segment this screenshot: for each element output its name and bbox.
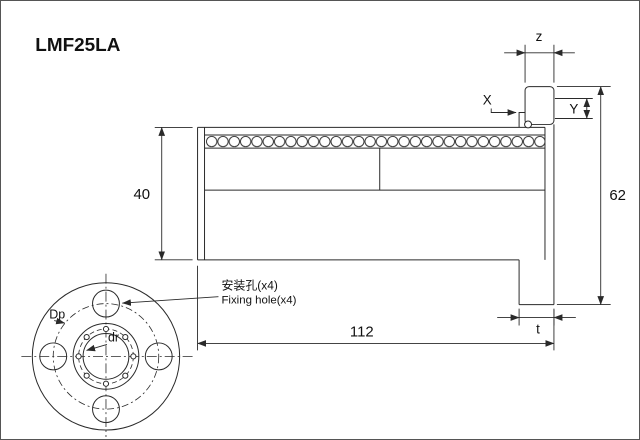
fixing-hole-top — [92, 289, 120, 318]
dim-t-label: t — [536, 321, 540, 336]
dim-112-label: 112 — [350, 323, 374, 340]
dim-z-ext — [524, 44, 555, 83]
ball-groove-marks — [75, 325, 137, 387]
ball-bearings-row — [206, 134, 545, 149]
fixing-hole-leader — [121, 296, 219, 306]
dim-62-label: 62 — [609, 187, 626, 204]
fixing-hole-left — [39, 342, 68, 371]
bolt-circle-label: Dp — [49, 308, 65, 322]
fixing-hole-bottom — [92, 395, 120, 424]
dim-40-ext — [154, 126, 193, 261]
fixing-hole-label-en: Fixing hole(x4) — [221, 295, 296, 307]
dim-x-leader — [490, 108, 517, 116]
bolt-circle — [52, 303, 160, 410]
fixing-hole-callout: 安装孔(x4) Fixing hole(x4) — [121, 278, 297, 307]
bore-label: dr — [108, 330, 119, 344]
flange-section-top — [524, 86, 555, 125]
dim-y-label: Y — [569, 101, 578, 116]
side-view — [197, 86, 593, 306]
front-view: Dp dr — [21, 273, 193, 438]
sleeve-outer-circle — [72, 323, 140, 390]
dimensions: 40 62 112 t z Y X — [134, 29, 626, 351]
circlip-groove-notch — [524, 120, 533, 129]
dim-z-label: z — [536, 29, 543, 44]
dim-40-label: 40 — [134, 186, 151, 203]
fixing-hole-label-cn: 安装孔(x4) — [221, 278, 277, 293]
dim-62-ext — [556, 86, 611, 306]
bore-leader — [86, 344, 108, 352]
bolt-circle-leader — [54, 317, 66, 325]
fixing-hole-right — [144, 342, 173, 371]
part-number-title: LMF25LA — [35, 35, 120, 56]
dim-x-label: X — [483, 93, 492, 108]
bore-circle — [82, 332, 130, 380]
flange-step — [518, 111, 526, 128]
flange-outer-circle — [31, 282, 181, 431]
